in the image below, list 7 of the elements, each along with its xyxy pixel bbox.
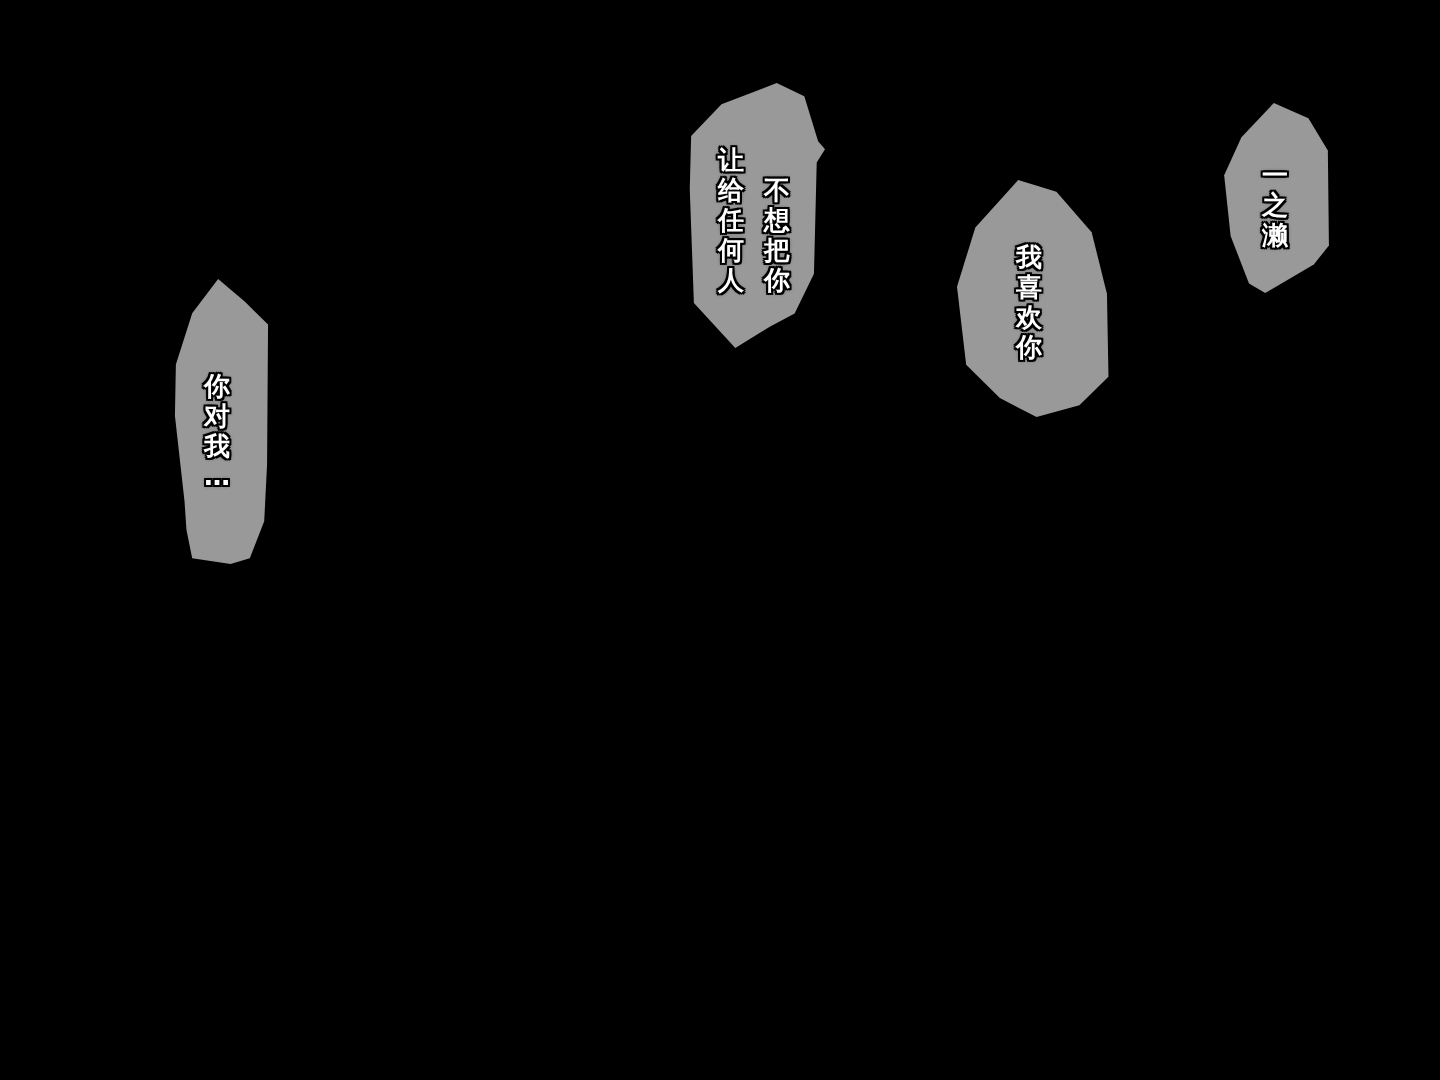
speech-bubble — [173, 279, 269, 564]
speech-text: 我喜欢你 — [1015, 242, 1043, 362]
speech-text: 你对我… — [203, 371, 231, 491]
speech-bubble — [957, 180, 1110, 417]
speech-bubble — [687, 83, 825, 348]
speech-text: 一之濑 — [1261, 160, 1289, 250]
speech-bubble — [1222, 103, 1330, 293]
